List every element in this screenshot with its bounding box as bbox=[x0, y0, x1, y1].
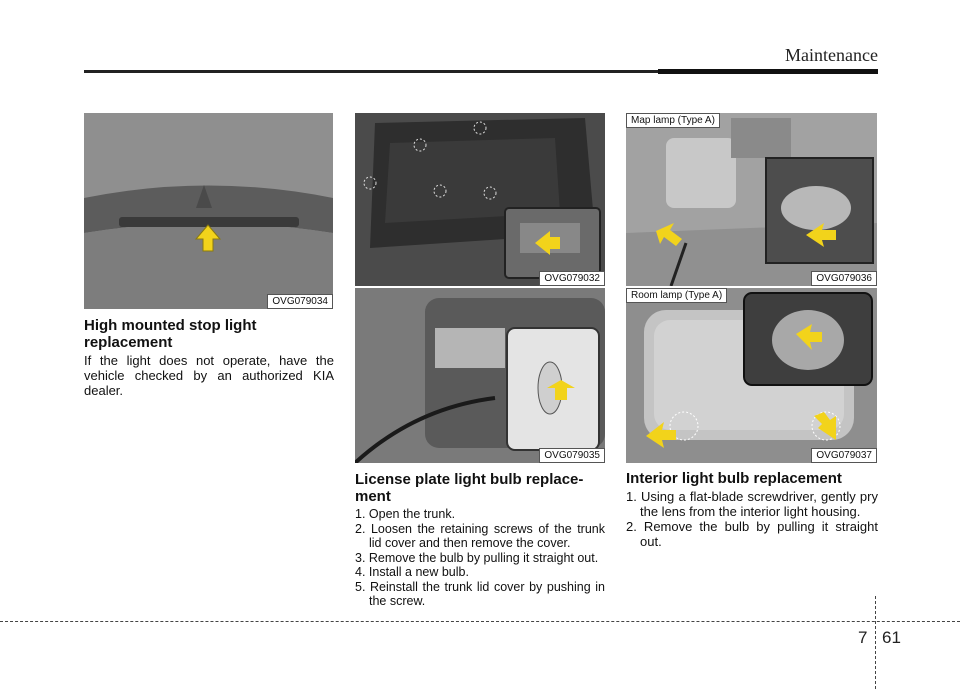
photo-code: OVG079036 bbox=[811, 271, 877, 286]
list-item: 4. Install a new bulb. bbox=[355, 565, 469, 579]
footer-divider bbox=[875, 596, 876, 689]
photo-label: Room lamp (Type A) bbox=[626, 288, 728, 303]
photo-code: OVG079034 bbox=[267, 294, 333, 309]
stop-light-text: If the light does not operate, have the … bbox=[84, 353, 334, 398]
footer-rule bbox=[0, 621, 960, 622]
list-item: 1. Open the trunk. bbox=[355, 507, 456, 521]
photo-label: Map lamp (Type A) bbox=[626, 113, 720, 128]
map-lamp-photo: Map lamp (Type A) OVG079036 bbox=[626, 113, 877, 286]
page-header-title: Maintenance bbox=[785, 45, 878, 65]
photo-code: OVG079037 bbox=[811, 448, 877, 463]
list-item: 3. Remove the bulb by pulling it straigh… bbox=[355, 550, 599, 565]
interior-light-steps: 1. Using a flat-blade screwdriver, gentl… bbox=[626, 489, 878, 549]
license-plate-heading: License plate light bulb replace-ment bbox=[355, 471, 584, 505]
list-item: 2. Loosen the retaining screws of the tr… bbox=[355, 521, 605, 551]
stop-light-photo: OVG079034 bbox=[84, 113, 333, 309]
photo-code: OVG079032 bbox=[539, 271, 605, 286]
trunk-lid-photo: OVG079032 bbox=[355, 113, 605, 286]
room-lamp-photo: Room lamp (Type A) OVG079037 bbox=[626, 288, 877, 463]
page-number: 61 bbox=[882, 628, 901, 647]
list-item: 2. Remove the bulb by pulling it straigh… bbox=[626, 519, 878, 549]
license-bulb-photo: OVG079035 bbox=[355, 288, 605, 463]
stop-light-heading: High mounted stop light replacement bbox=[84, 317, 257, 351]
list-item: 1. Using a flat-blade screwdriver, gentl… bbox=[626, 489, 878, 519]
list-item: 5. Reinstall the trunk lid cover by push… bbox=[355, 579, 605, 609]
chapter-number: 7 bbox=[858, 628, 868, 647]
interior-light-heading: Interior light bulb replacement bbox=[626, 470, 842, 487]
license-plate-steps: 1. Open the trunk. 2. Loosen the retaini… bbox=[355, 507, 605, 609]
header-rule bbox=[84, 69, 878, 74]
photo-code: OVG079035 bbox=[539, 448, 605, 463]
